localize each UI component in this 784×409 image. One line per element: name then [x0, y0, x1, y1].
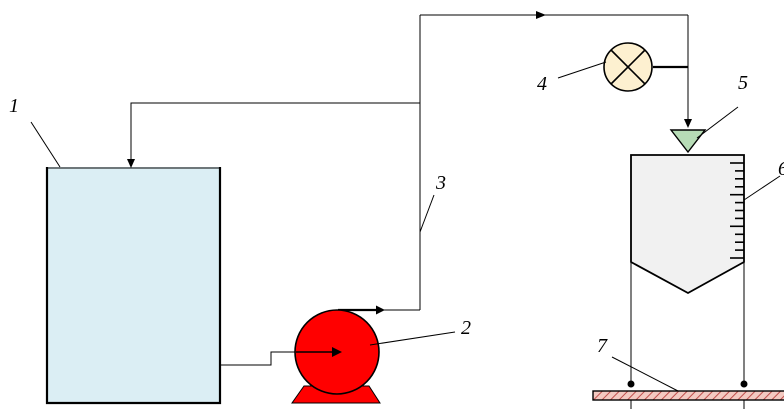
- label-tank: 1: [9, 95, 19, 117]
- top-pipe-arrow-icon: [536, 11, 546, 19]
- label-pump: 2: [461, 317, 471, 339]
- label-nozzle: 5: [738, 72, 748, 94]
- valve: [603, 42, 688, 92]
- leader-tank: [30, 121, 61, 168]
- nozzle-triangle-down-icon: [669, 129, 707, 154]
- leader-nozzle: [696, 106, 739, 139]
- pump-inlet-arrowhead-icon: [332, 347, 342, 357]
- return-pipe: [130, 102, 420, 162]
- label-pipeline: 3: [435, 172, 446, 194]
- base-plate-hatched: [592, 390, 784, 401]
- label-base-plate: 7: [597, 335, 608, 357]
- pump: [291, 309, 381, 404]
- leader-valve: [557, 61, 607, 79]
- leader-plate: [611, 356, 679, 392]
- valve-cross-b: [610, 49, 646, 85]
- nozzle-feed-arrow-icon: [684, 119, 692, 128]
- suction-pipe: [220, 351, 304, 366]
- tank: [45, 167, 222, 405]
- return-arrow-icon: [127, 159, 135, 168]
- tank-liquid: [47, 167, 220, 403]
- label-measuring-vessel: 6: [778, 158, 784, 180]
- leader-pipeline: [419, 194, 435, 233]
- base-plate: [592, 390, 784, 409]
- measuring-vessel: [627, 154, 748, 388]
- callout-labels: 1 2 3 4 5 6 7: [9, 72, 784, 357]
- leader-lines: [30, 61, 781, 392]
- label-valve: 4: [537, 73, 547, 95]
- leader-pump: [369, 331, 456, 346]
- leader-vessel: [743, 175, 781, 201]
- vessel-scale: [730, 162, 744, 259]
- vessel-leg-joint-right: [740, 380, 748, 388]
- vessel-body: [630, 154, 745, 295]
- tank-walls: [45, 167, 222, 405]
- vessel-leg-joint-left: [627, 380, 635, 388]
